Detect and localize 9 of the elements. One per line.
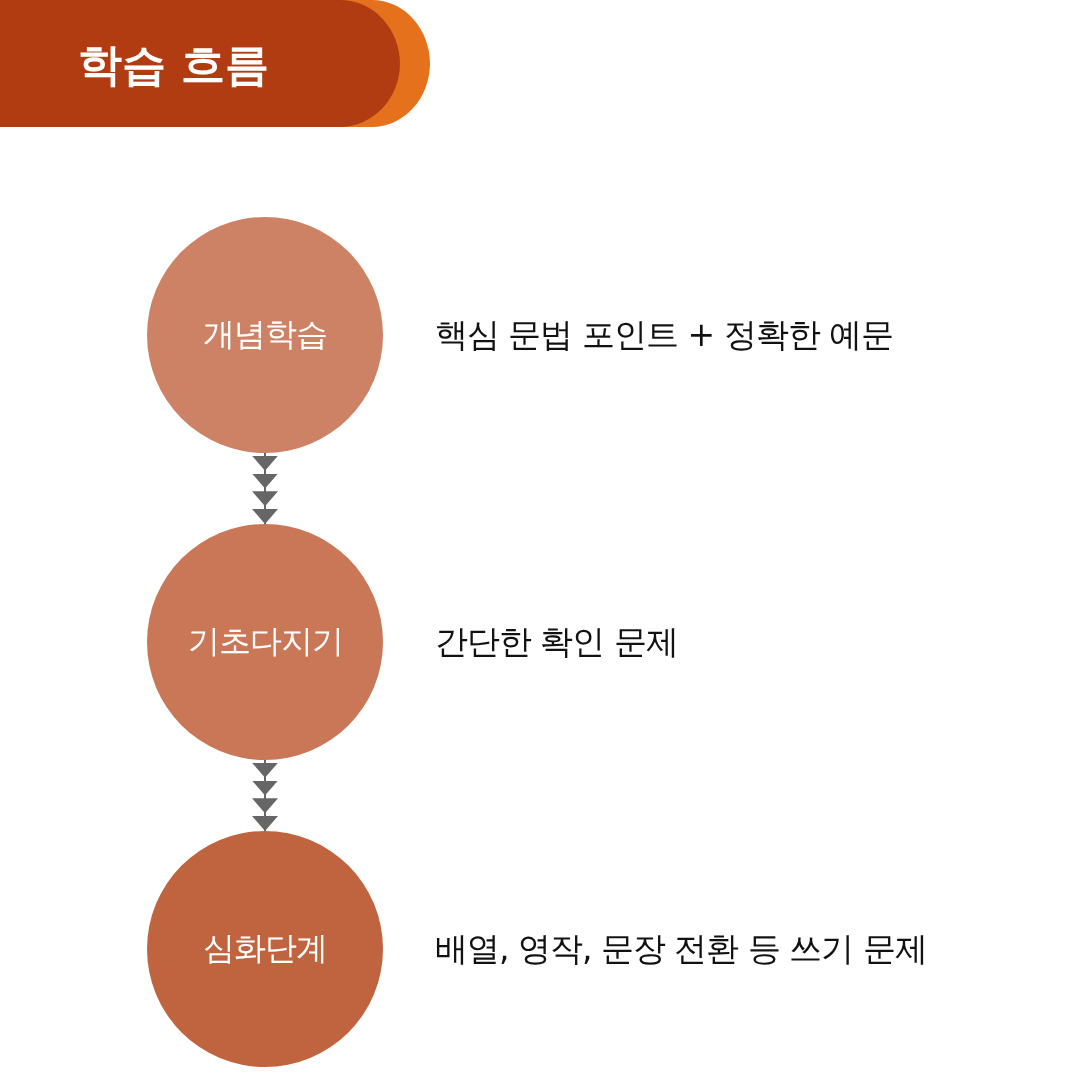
step-description: 간단한 확인 문제 bbox=[435, 620, 678, 663]
step-circle: 심화단계 bbox=[147, 831, 383, 1067]
step-description: 배열, 영작, 문장 전환 등 쓰기 문제 bbox=[435, 927, 927, 970]
step-circle: 기초다지기 bbox=[147, 524, 383, 760]
title: 학습 흐름 bbox=[78, 38, 270, 92]
arrow bbox=[252, 759, 278, 832]
arrow bbox=[252, 452, 278, 525]
step-circle: 개념학습 bbox=[147, 217, 383, 453]
step-description: 핵심 문법 포인트 + 정확한 예문 bbox=[435, 313, 894, 356]
